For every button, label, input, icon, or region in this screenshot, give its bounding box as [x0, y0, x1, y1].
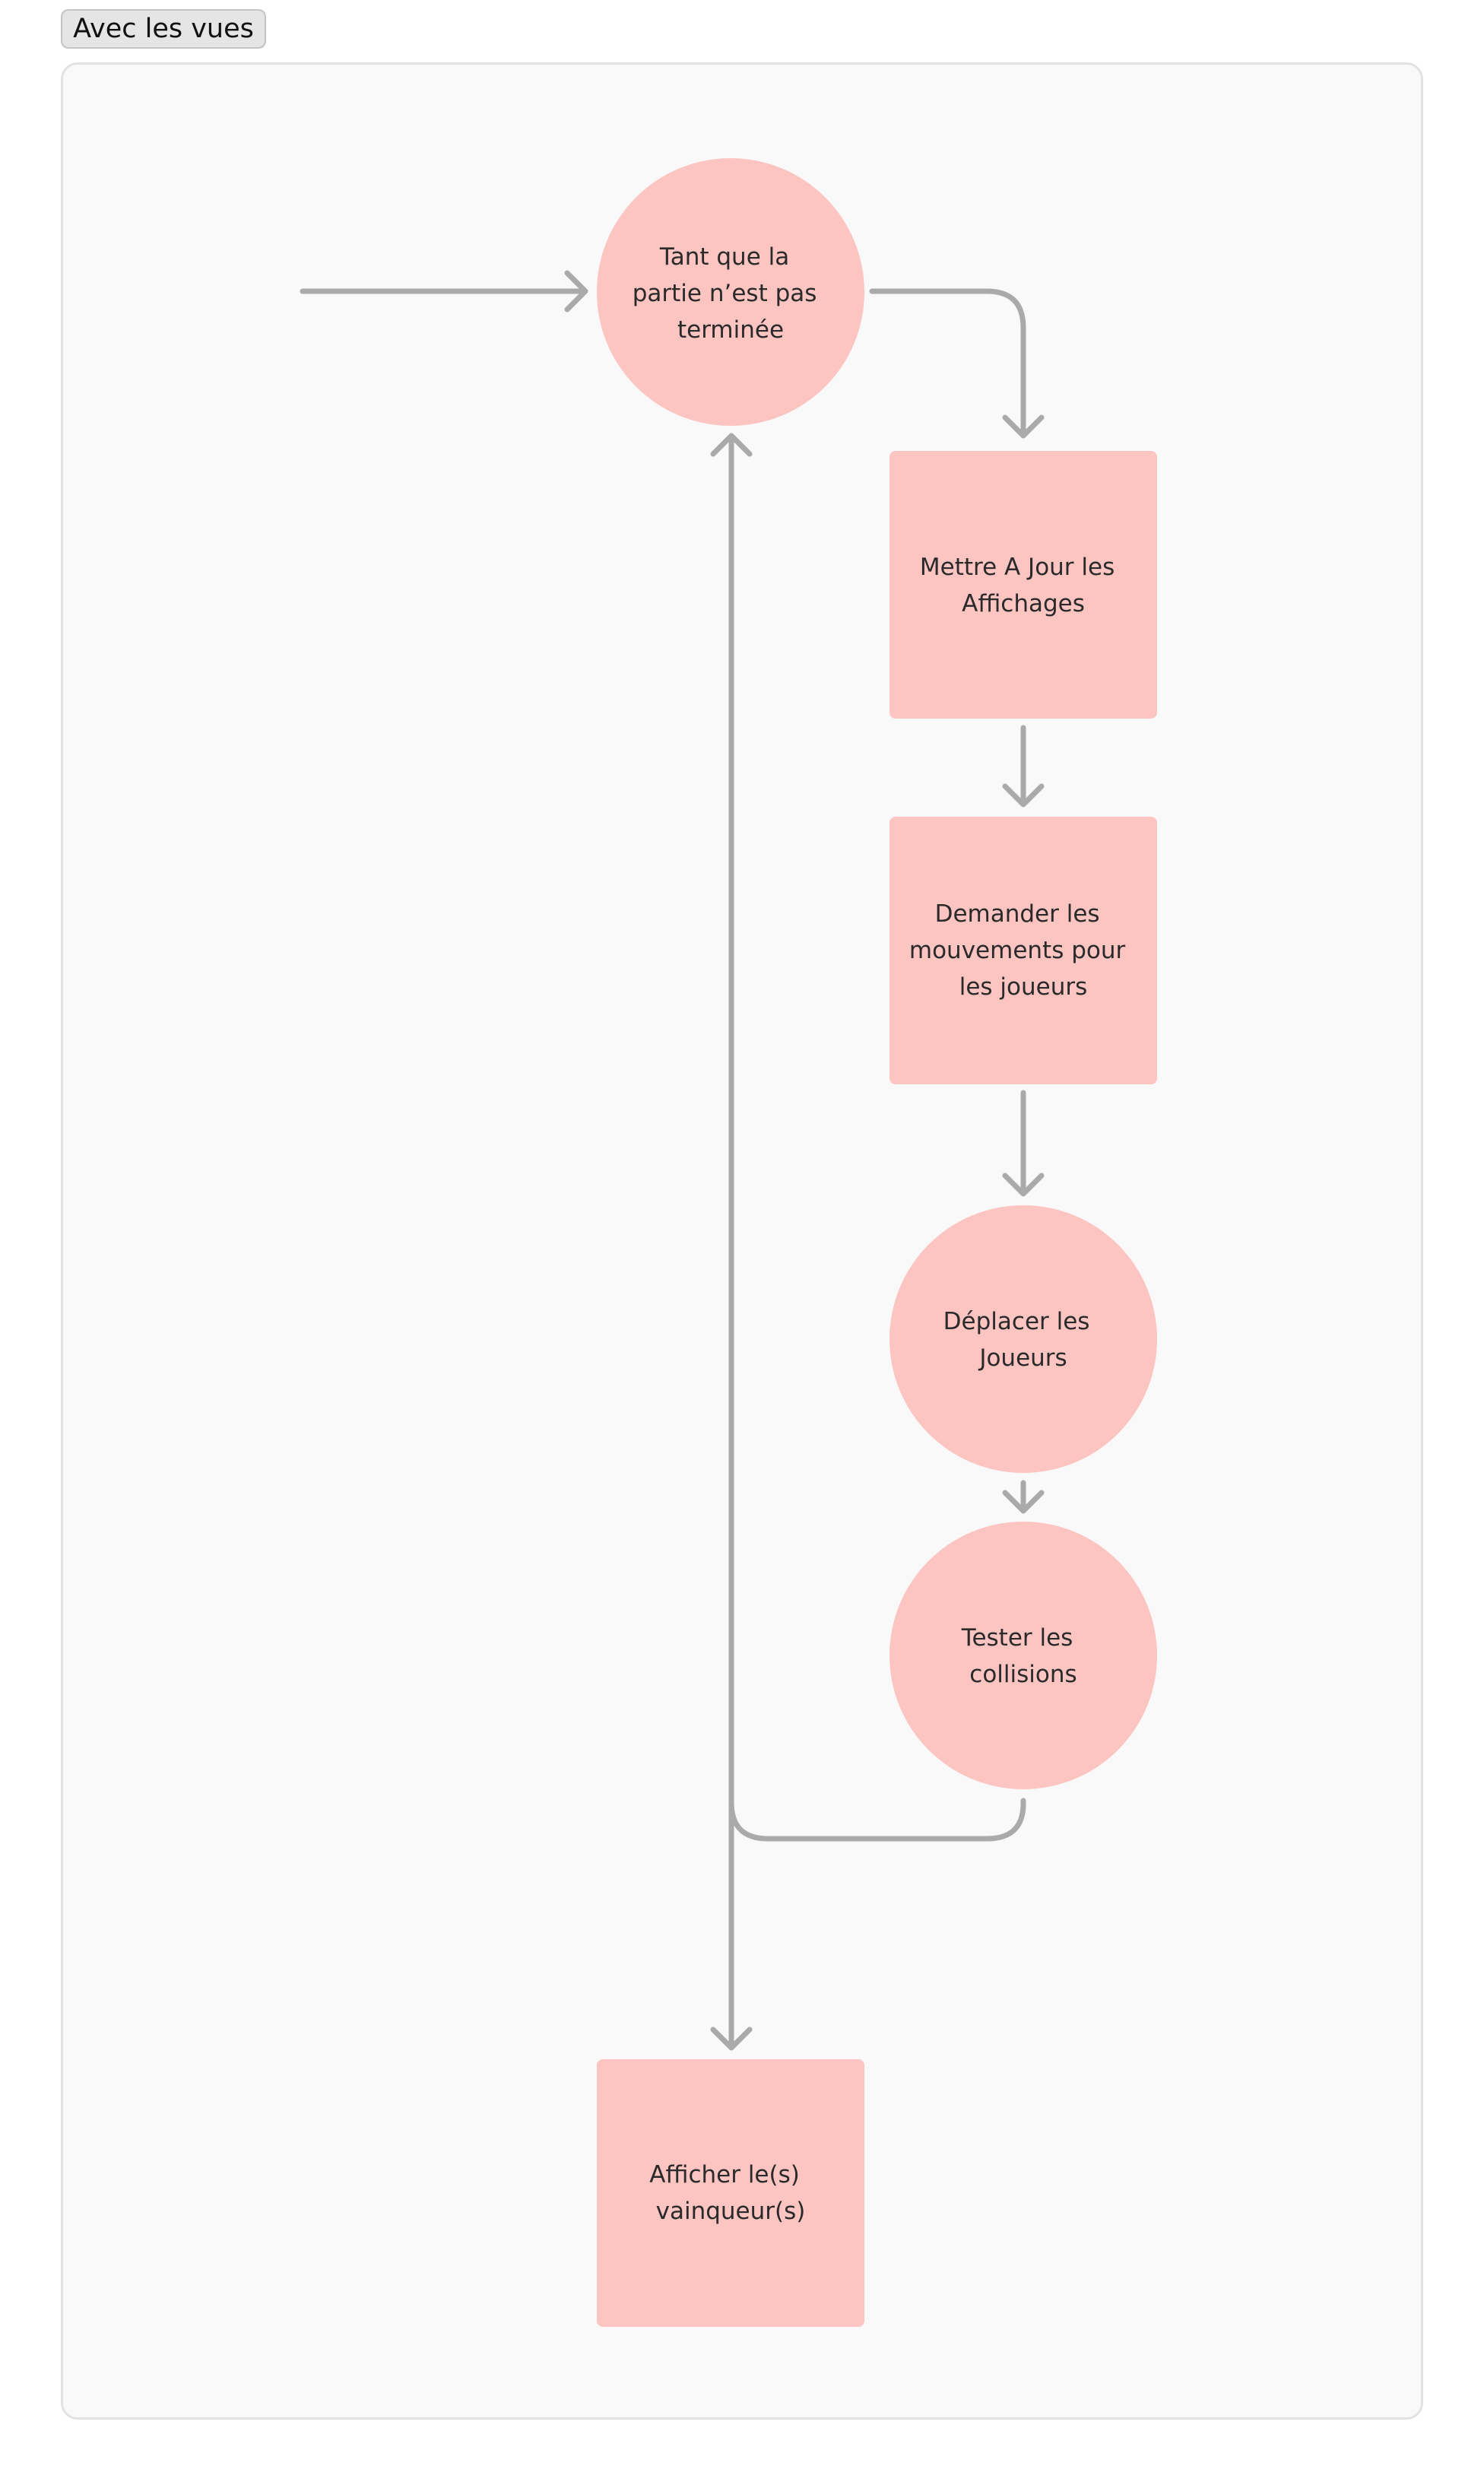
- node-test-collisions: Tester les collisions: [889, 1522, 1157, 1789]
- node-ask-moves-shape: [889, 817, 1157, 1084]
- node-test-collisions-shape: [889, 1522, 1157, 1789]
- diagram-canvas: [61, 62, 1423, 2420]
- node-move-players-label: Déplacer les Joueurs: [943, 1308, 1098, 1372]
- node-show-winners: Afficher le(s) vainqueur(s): [597, 2059, 864, 2327]
- node-loop-label: Tant que la partie n’est pas terminée: [633, 243, 825, 344]
- node-ask-moves-label: Demander les mouvements pour les joueurs: [909, 900, 1133, 1001]
- node-update-displays-shape: [889, 451, 1157, 719]
- node-show-winners-shape: [597, 2059, 864, 2327]
- arrow-update-to-ask: [1002, 725, 1045, 808]
- node-loop-shape: [597, 158, 864, 426]
- arrow-ask-to-move: [1002, 1090, 1045, 1197]
- view-tab[interactable]: Avec les vues: [61, 9, 266, 49]
- node-update-displays: Mettre A Jour les Affichages: [889, 451, 1157, 719]
- edges: [300, 270, 1045, 2051]
- arrow-loop-to-update: [869, 288, 1045, 439]
- arrow-move-to-test: [1002, 1480, 1045, 1514]
- node-test-collisions-label: Tester les collisions: [961, 1624, 1080, 1688]
- node-move-players-shape: [889, 1205, 1157, 1473]
- arrow-loop-to-winners: [710, 433, 753, 2051]
- entry-arrow: [300, 270, 588, 313]
- node-loop: Tant que la partie n’est pas terminée: [597, 158, 864, 426]
- node-show-winners-label: Afficher le(s) vainqueur(s): [649, 2161, 807, 2225]
- node-ask-moves: Demander les mouvements pour les joueurs: [889, 817, 1157, 1084]
- node-update-displays-label: Mettre A Jour les Affichages: [920, 554, 1122, 617]
- node-move-players: Déplacer les Joueurs: [889, 1205, 1157, 1473]
